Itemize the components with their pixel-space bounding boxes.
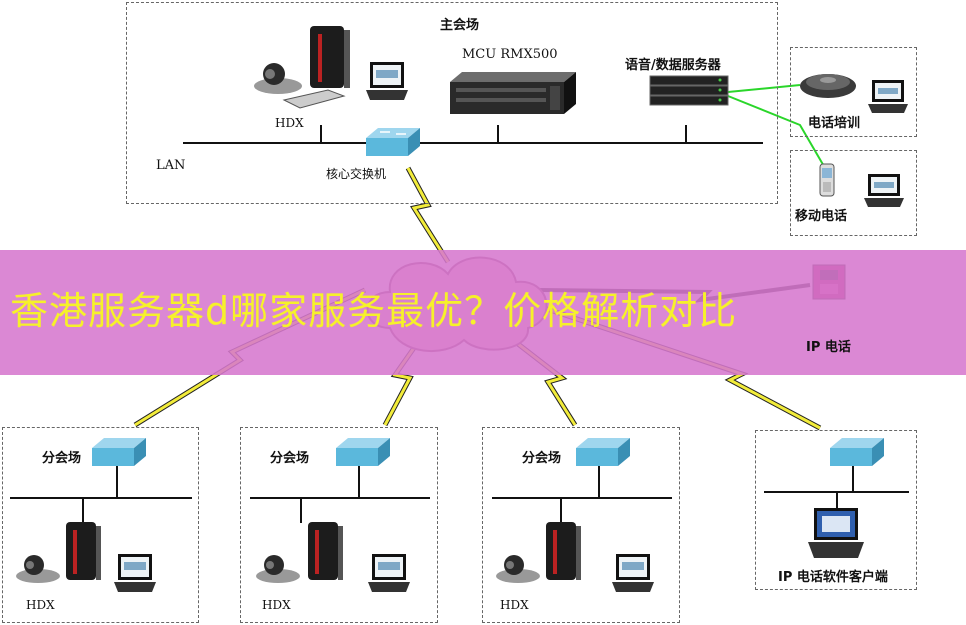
phone-training-label: 电话培训 [808, 116, 861, 131]
branch-lan-drop-1 [82, 497, 84, 523]
hdx-tower-icon [310, 26, 350, 88]
branch-switch-icon-3 [576, 438, 630, 466]
branch-lan-drop-3 [560, 497, 562, 523]
branch-lan-line-3 [492, 497, 672, 499]
keyboard-icon [282, 89, 346, 109]
banner-title: 香港服务器d哪家服务最优？价格解析对比 [10, 289, 738, 333]
main-site-label: 主会场 [440, 18, 480, 33]
mobile-phone-box [790, 150, 917, 236]
branch-camera-icon-1 [16, 555, 60, 583]
branch-label-2: 分会场 [270, 451, 310, 466]
softphone-switch-icon [830, 438, 884, 466]
mcu-device-icon [450, 72, 576, 114]
green-link-phone [727, 84, 801, 93]
ip-phone-label: IP 电话 [806, 340, 851, 355]
branch-camera-icon-3 [496, 555, 540, 583]
phone-laptop-icon [868, 80, 908, 113]
server-stack-icon [649, 75, 729, 106]
branch-label-3: 分会场 [522, 451, 562, 466]
mobile-laptop-icon [864, 174, 904, 207]
branch-hdx-tower-icon-3 [546, 522, 581, 580]
title-banner [0, 250, 966, 375]
phone-training-box [790, 47, 917, 137]
core-switch-label: 核心交换机 [326, 167, 387, 181]
branch-hdx-tower-icon-1 [66, 522, 101, 580]
softphone-lan-drop [836, 491, 838, 511]
branch-lan-line-2 [250, 497, 430, 499]
main-site-box [126, 2, 778, 204]
hdx-label: HDX [275, 116, 304, 130]
branch-laptop-icon-1 [114, 554, 156, 592]
voice-server-label: 语音/数据服务器 [625, 58, 721, 73]
ip-softphone-label: IP 电话软件客户端 [778, 570, 888, 585]
branch-camera-icon-2 [256, 555, 300, 583]
green-link-mobile [727, 95, 826, 169]
branch-lan-line-1 [10, 497, 192, 499]
branch-label-1: 分会场 [42, 451, 82, 466]
core-switch-icon [366, 128, 420, 156]
branch-hdx-label-1: HDX [26, 598, 55, 612]
main-lan-drop-mcu [497, 125, 499, 143]
branch-box-3 [482, 427, 680, 623]
main-lan-drop-hdx [320, 125, 322, 143]
mobile-phone-icon [819, 163, 835, 197]
main-lan-line [183, 142, 763, 144]
ip-softphone-box [755, 430, 917, 590]
branch-hdx-label-2: HDX [262, 598, 291, 612]
laptop-icon [366, 62, 408, 100]
branch-laptop-icon-2 [368, 554, 410, 592]
branch-switch-drop-3 [598, 466, 600, 498]
branch-laptop-icon-3 [612, 554, 654, 592]
mcu-label: MCU RMX500 [462, 47, 558, 62]
camera-icon [254, 63, 302, 94]
softphone-switch-drop [852, 466, 854, 492]
branch-box-2 [240, 427, 438, 623]
bolt-core-cloud-fill [406, 167, 450, 263]
branch-hdx-tower-icon-2 [308, 522, 343, 580]
branch-hdx-label-3: HDX [500, 598, 529, 612]
softphone-laptop-icon [808, 508, 864, 558]
branch-switch-drop-2 [358, 466, 360, 498]
branch-switch-drop-1 [116, 466, 118, 498]
mobile-phone-label: 移动电话 [795, 209, 848, 224]
lan-label: LAN [156, 158, 186, 173]
conference-phone-icon [800, 74, 856, 98]
branch-switch-icon-2 [336, 438, 390, 466]
branch-box-1 [2, 427, 199, 623]
main-lan-drop-server [685, 125, 687, 143]
branch-lan-drop-2 [300, 497, 302, 523]
branch-switch-icon-1 [92, 438, 146, 466]
